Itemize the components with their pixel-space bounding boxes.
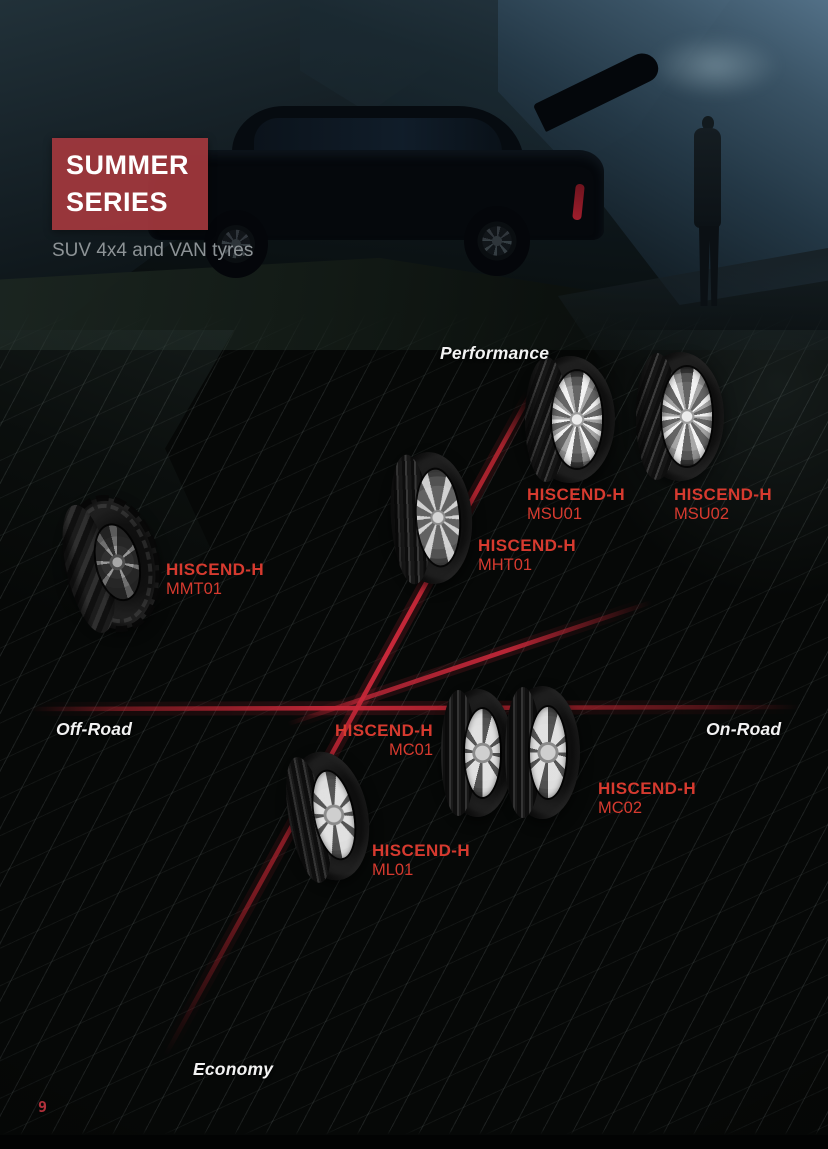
product-model: MC01 bbox=[388, 741, 433, 759]
product-label-ml01: HISCEND-H ML01 bbox=[372, 841, 471, 880]
tyre-rim bbox=[662, 367, 712, 466]
axis-label-offroad: Off-Road bbox=[56, 719, 133, 739]
product-model: MC02 bbox=[598, 799, 643, 817]
product-model: MHT01 bbox=[478, 556, 533, 574]
product-model: MSU01 bbox=[527, 505, 583, 523]
product-brand: HISCEND-H bbox=[674, 485, 773, 504]
product-label-mc01: HISCEND-H MC01 bbox=[295, 721, 433, 760]
product-label-msu02: HISCEND-H MSU02 bbox=[674, 485, 773, 524]
tyre-image-msu01 bbox=[525, 356, 615, 483]
product-model: ML01 bbox=[372, 861, 414, 879]
product-model: MMT01 bbox=[166, 580, 222, 598]
product-brand: HISCEND-H bbox=[166, 560, 265, 579]
product-model: MSU02 bbox=[674, 505, 730, 523]
page-number: 9 bbox=[38, 1098, 49, 1116]
series-subtitle: SUV 4x4 and VAN tyres bbox=[52, 240, 254, 261]
tyre-rim bbox=[529, 707, 566, 798]
product-brand: HISCEND-H bbox=[527, 485, 626, 504]
product-label-mht01: HISCEND-H MHT01 bbox=[478, 536, 577, 575]
axis-offroad-onroad bbox=[29, 704, 801, 712]
tyre-image-mht01 bbox=[386, 449, 477, 587]
axis-label-performance: Performance bbox=[440, 343, 550, 363]
series-title: SUMMER SERIES bbox=[52, 138, 208, 221]
tyre-image-msu02 bbox=[636, 352, 724, 481]
series-title-line1: SUMMER bbox=[66, 150, 189, 180]
series-title-line2: SERIES bbox=[66, 187, 169, 217]
tyre-image-mc01 bbox=[441, 689, 514, 817]
product-label-mmt01: HISCEND-H MMT01 bbox=[166, 560, 265, 599]
product-label-msu01: HISCEND-H MSU01 bbox=[527, 485, 626, 524]
tyre-image-mc02 bbox=[505, 686, 580, 819]
tyre-rim bbox=[465, 709, 501, 797]
product-brand: HISCEND-H bbox=[372, 841, 471, 860]
product-brand: HISCEND-H bbox=[598, 779, 697, 798]
axis-label-economy: Economy bbox=[193, 1059, 274, 1079]
product-brand: HISCEND-H bbox=[478, 536, 577, 555]
product-label-mc02: HISCEND-H MC02 bbox=[598, 779, 697, 818]
bottom-bar bbox=[0, 1135, 828, 1149]
axis-label-onroad: On-Road bbox=[706, 719, 782, 739]
product-brand: HISCEND-H bbox=[334, 721, 433, 740]
series-title-box: SUMMER SERIES bbox=[52, 138, 208, 230]
tyre-rim bbox=[552, 371, 603, 468]
